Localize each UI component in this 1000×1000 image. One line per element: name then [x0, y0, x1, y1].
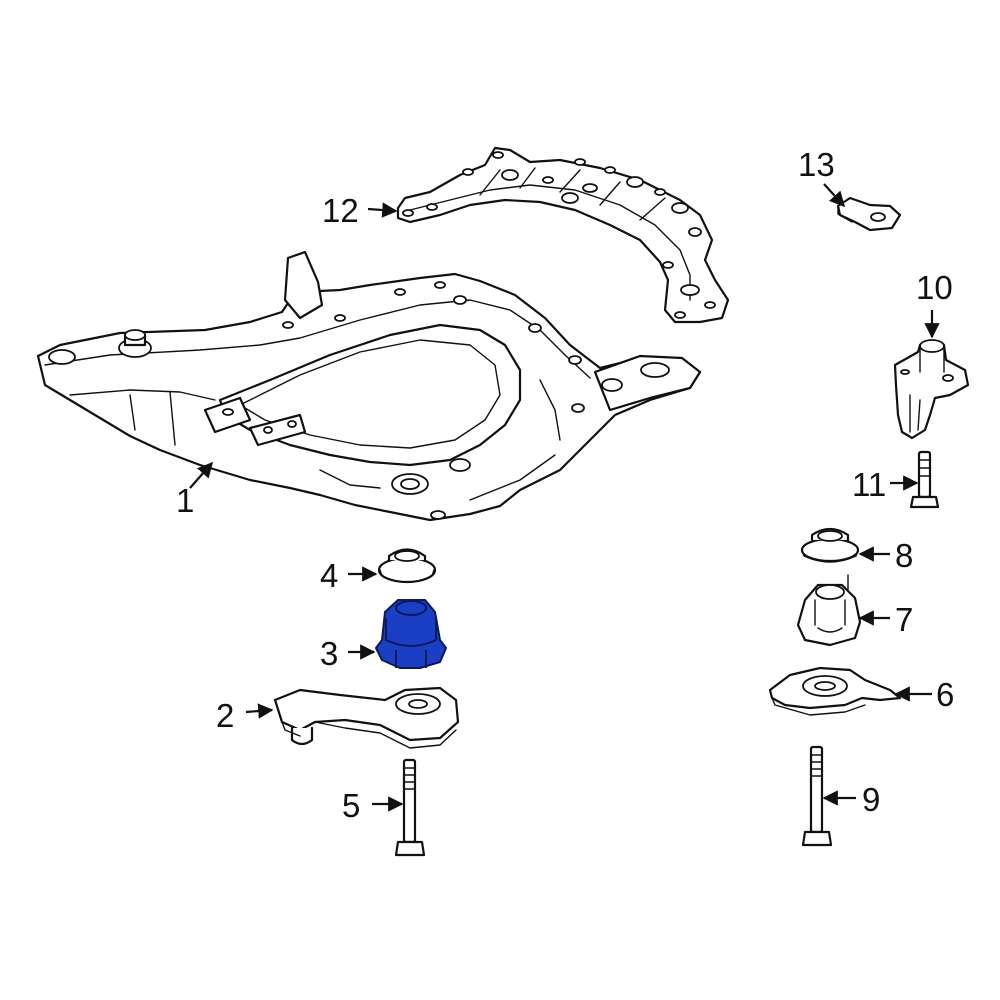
callout-arrows [189, 183, 940, 812]
mount-bushing-part[interactable] [375, 599, 447, 669]
callout-label-10: 10 [916, 269, 953, 306]
callout-label-1: 1 [176, 482, 194, 519]
subframe-part[interactable] [36, 250, 702, 522]
callout-labels: 1 2 3 4 5 6 7 8 9 10 11 12 13 [176, 146, 954, 824]
arrow-13 [823, 183, 846, 208]
mount-plate-part[interactable] [768, 666, 902, 716]
callout-label-8: 8 [895, 537, 913, 574]
callout-label-13: 13 [798, 146, 835, 183]
mount-washer-rear-part[interactable] [800, 527, 860, 563]
stopper-bolt-part[interactable] [909, 450, 940, 509]
stopper-bracket-part[interactable] [893, 339, 970, 440]
callout-label-9: 9 [862, 781, 880, 818]
mount-bolt-part[interactable] [394, 758, 426, 857]
callout-label-4: 4 [320, 557, 338, 594]
callout-label-6: 6 [936, 676, 954, 713]
brace-part[interactable] [396, 146, 730, 324]
callout-label-2: 2 [216, 697, 234, 734]
bracket-clip-part[interactable] [836, 196, 902, 232]
mount-washer-part[interactable] [377, 548, 437, 584]
callout-label-3: 3 [320, 635, 338, 672]
mount-bolt-rear-part[interactable] [801, 745, 833, 847]
mount-bracket-part[interactable] [273, 686, 460, 749]
callout-label-5: 5 [342, 787, 360, 824]
arrow-1 [189, 461, 214, 489]
callout-label-12: 12 [322, 192, 359, 229]
mount-bushing-rear-part[interactable] [796, 574, 862, 647]
arrow-12 [367, 202, 398, 218]
callout-label-11: 11 [852, 466, 886, 503]
callout-label-7: 7 [895, 601, 913, 638]
arrow-2 [245, 703, 274, 719]
